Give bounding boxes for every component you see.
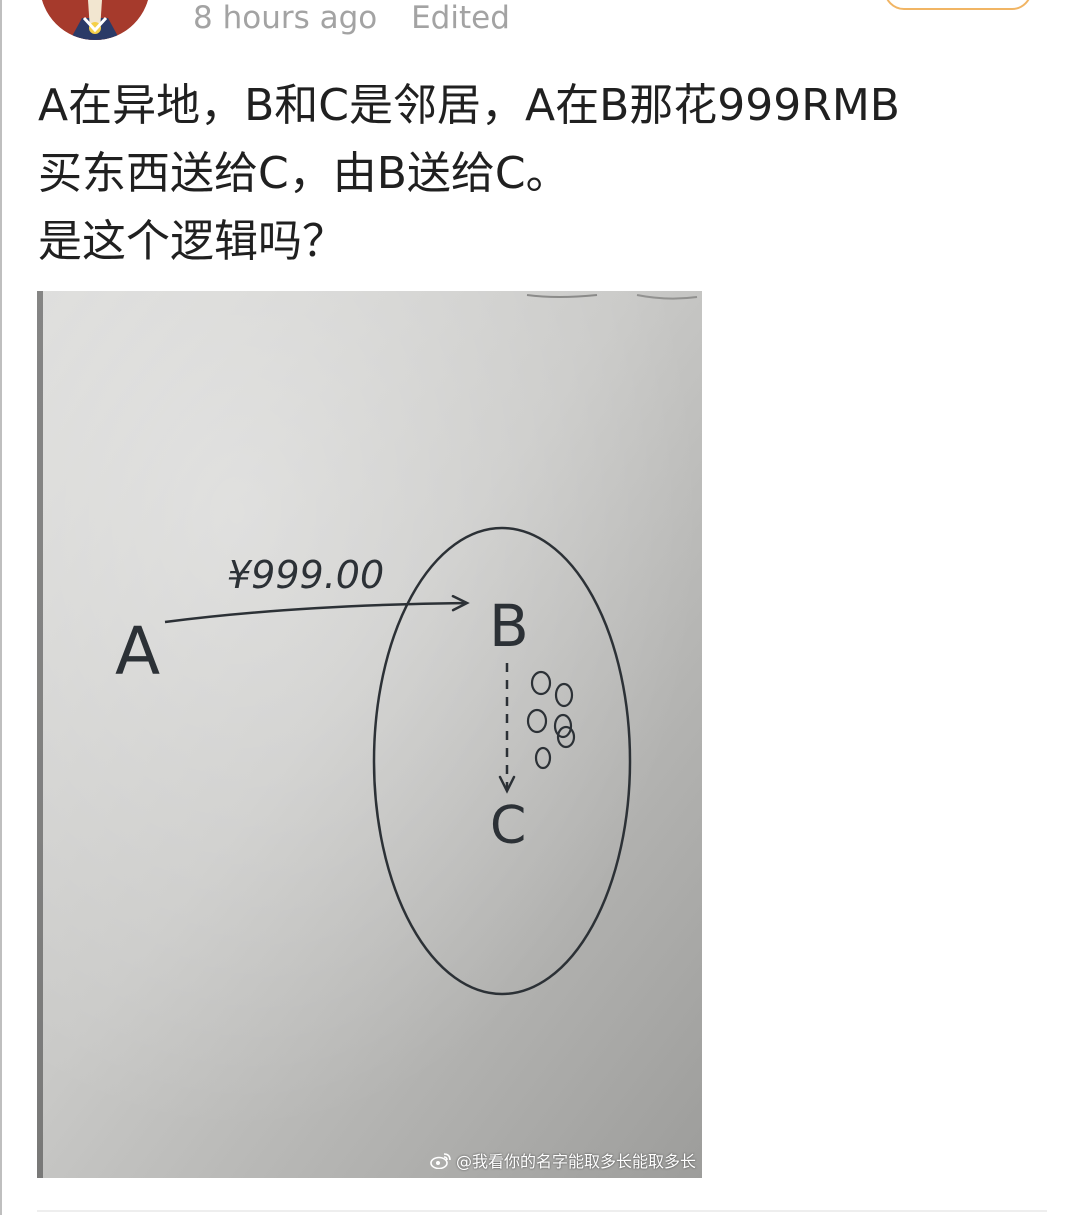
avatar[interactable]: [40, 0, 150, 40]
photo-watermark: @我看你的名字能取多长能取多长: [430, 1148, 696, 1172]
post-text-line: A在异地，B和C是邻居，A在B那花999RMB: [38, 80, 900, 131]
watermark-text: @我看你的名字能取多长能取多长: [455, 1152, 696, 1171]
left-edge-divider: [0, 0, 2, 1215]
post-photo[interactable]: A B C ¥999.00 @我看你的名字能取多长能取多长: [37, 291, 702, 1178]
edited-label: Edited: [411, 0, 510, 36]
post-meta: 8 hours ago Edited: [193, 0, 510, 38]
payment-arrow: [164, 594, 470, 624]
post-text: A在异地，B和C是邻居，A在B那花999RMB 买东西送给C，由B送给C。 是这…: [38, 72, 1048, 276]
handwritten-label-a: A: [115, 613, 160, 690]
handwritten-amount: ¥999.00: [227, 553, 384, 597]
handwritten-label-c: C: [490, 796, 526, 856]
post-text-line: 是这个逻辑吗？: [38, 216, 346, 267]
goods-circles: [526, 670, 576, 770]
post-text-line: 买东西送给C，由B送给C。: [38, 148, 570, 199]
neighborhood-circle: [372, 526, 632, 996]
follow-button[interactable]: [884, 0, 1032, 10]
post-timestamp: 8 hours ago: [193, 0, 378, 36]
bottom-divider: [37, 1210, 1047, 1212]
handwritten-label-b: B: [489, 592, 529, 660]
weibo-icon: [430, 1152, 452, 1169]
